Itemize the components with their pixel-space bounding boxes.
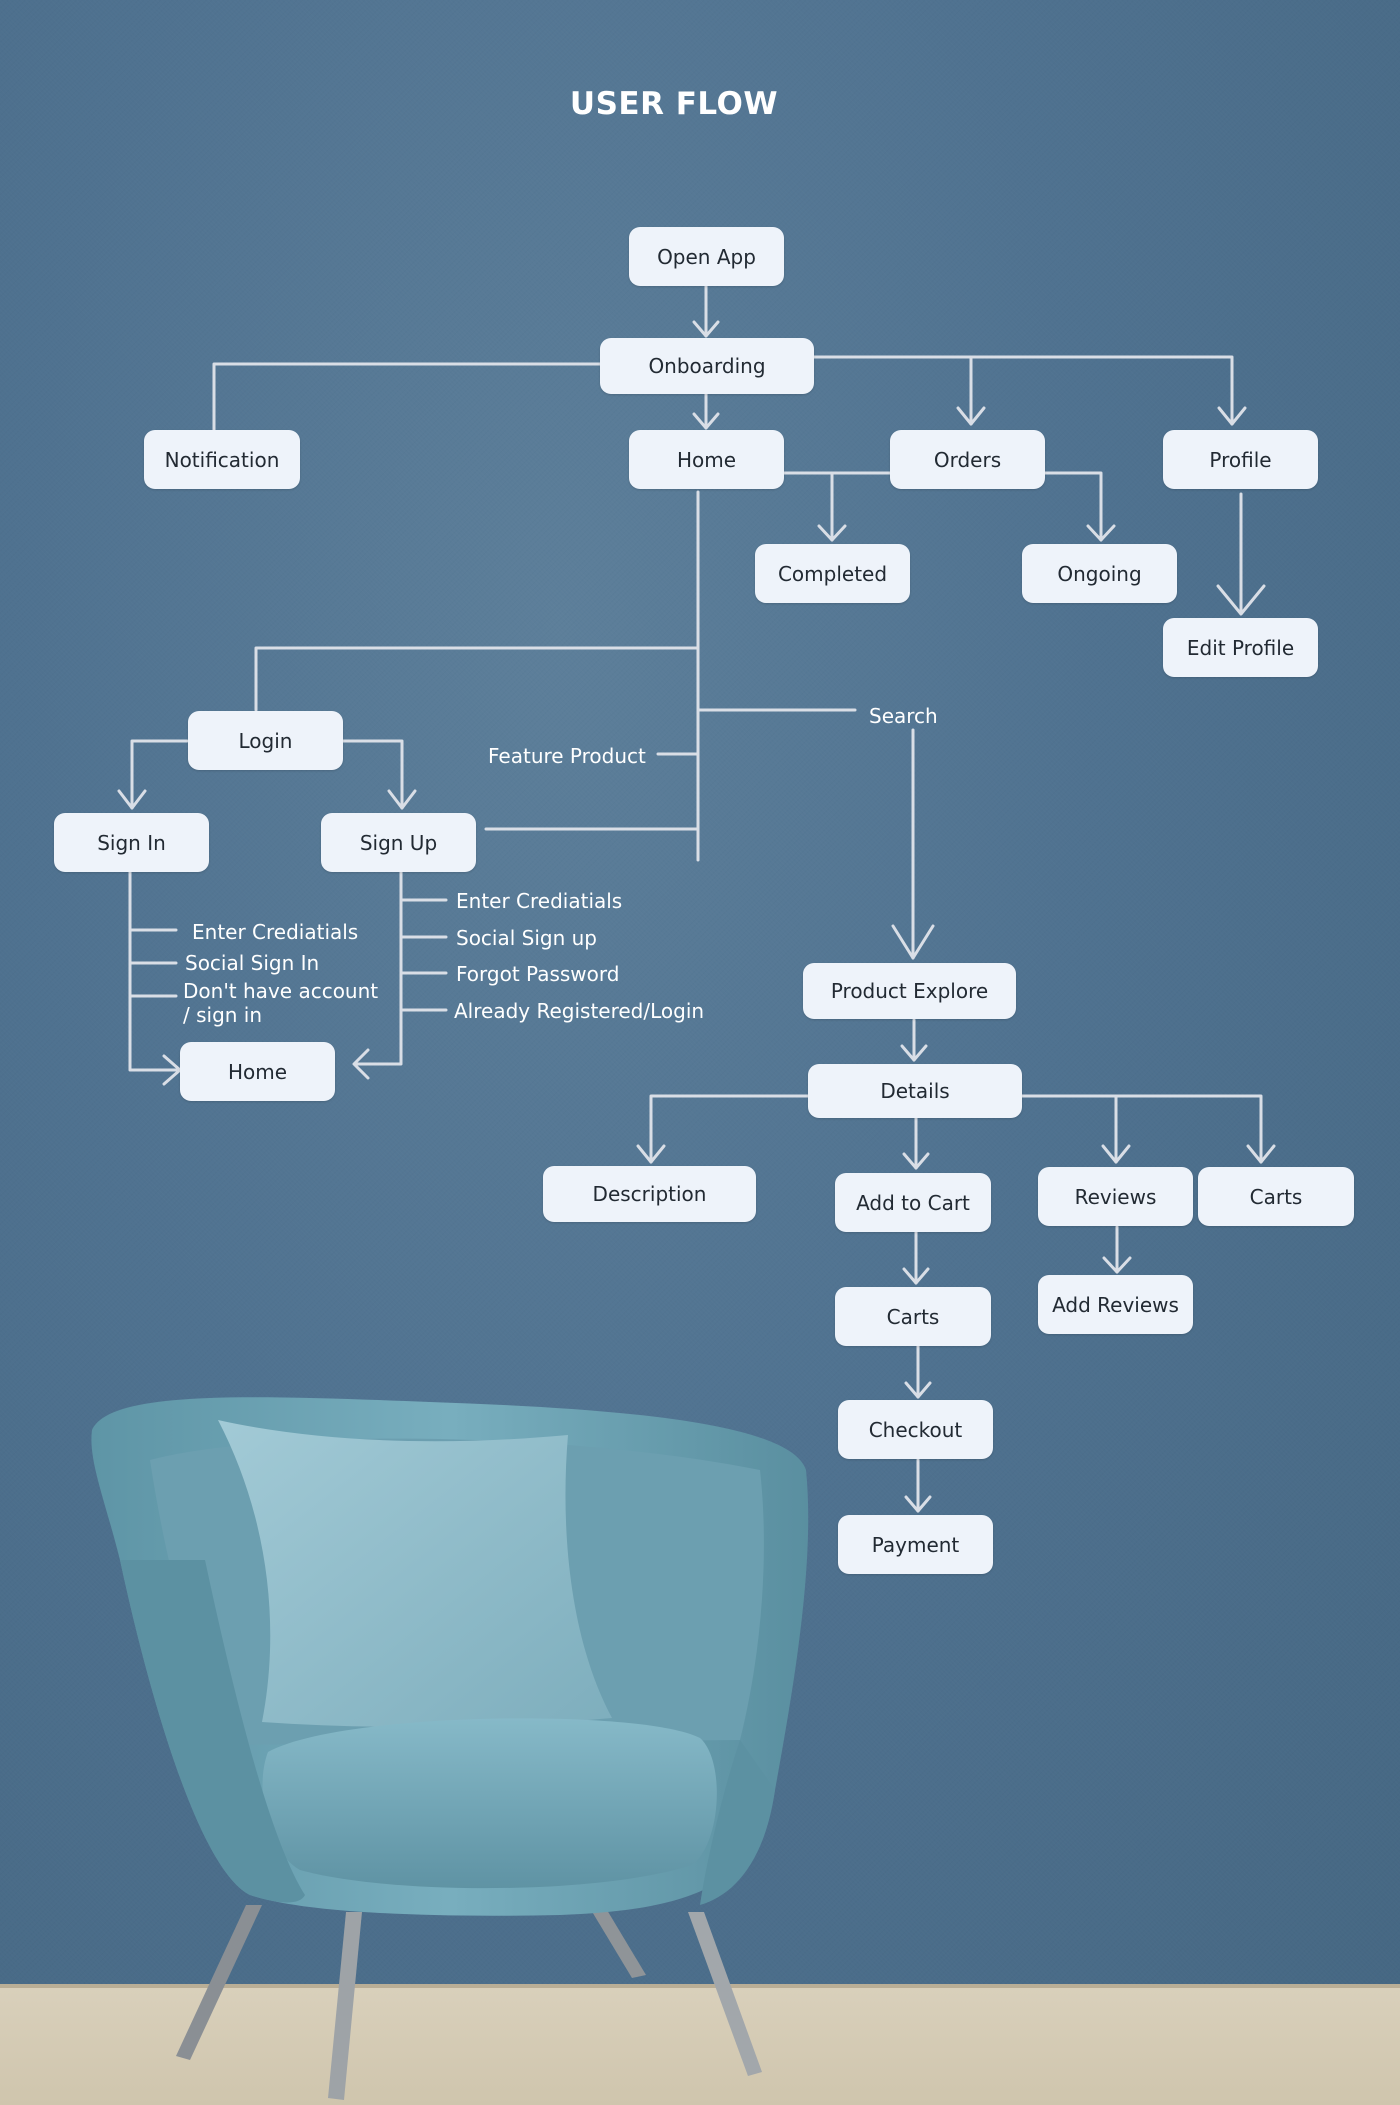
sign-up-option: Enter Crediatials — [456, 889, 623, 913]
node-profile: Profile — [1163, 430, 1318, 489]
node-details: Details — [808, 1064, 1022, 1118]
node-carts-detail: Carts — [1198, 1167, 1354, 1226]
sign-in-option: Enter Crediatials — [192, 920, 359, 944]
node-home-auth: Home — [180, 1042, 335, 1101]
node-reviews: Reviews — [1038, 1167, 1193, 1226]
node-sign-up: Sign Up — [321, 813, 476, 872]
baseboard — [0, 1984, 1400, 1990]
sign-up-option: Social Sign up — [456, 926, 598, 950]
label-search: Search — [869, 704, 938, 728]
node-home: Home — [629, 430, 784, 489]
floor — [0, 1988, 1400, 2105]
sign-up-option: Already Registered/Login — [454, 999, 705, 1023]
node-product-explore: Product Explore — [803, 963, 1016, 1019]
node-checkout: Checkout — [838, 1400, 993, 1459]
node-open-app: Open App — [629, 227, 784, 286]
sign-in-option: Don't have account — [183, 979, 379, 1003]
node-edit-profile: Edit Profile — [1163, 618, 1318, 677]
sign-up-option: Forgot Password — [456, 962, 620, 986]
diagram-title: USER FLOW — [569, 86, 779, 122]
sign-in-option: Social Sign In — [185, 951, 320, 975]
node-login: Login — [188, 711, 343, 770]
node-orders: Orders — [890, 430, 1045, 489]
node-add-reviews: Add Reviews — [1038, 1275, 1193, 1334]
node-onboarding: Onboarding — [600, 338, 814, 394]
sign-in-option: / sign in — [183, 1003, 263, 1027]
node-sign-in: Sign In — [54, 813, 209, 872]
node-add-to-cart: Add to Cart — [835, 1173, 991, 1232]
node-carts: Carts — [835, 1287, 991, 1346]
node-notification: Notification — [144, 430, 300, 489]
node-ongoing: Ongoing — [1022, 544, 1177, 603]
label-feature-product: Feature Product — [488, 744, 646, 768]
node-description: Description — [543, 1166, 756, 1222]
node-payment: Payment — [838, 1515, 993, 1574]
node-completed: Completed — [755, 544, 910, 603]
